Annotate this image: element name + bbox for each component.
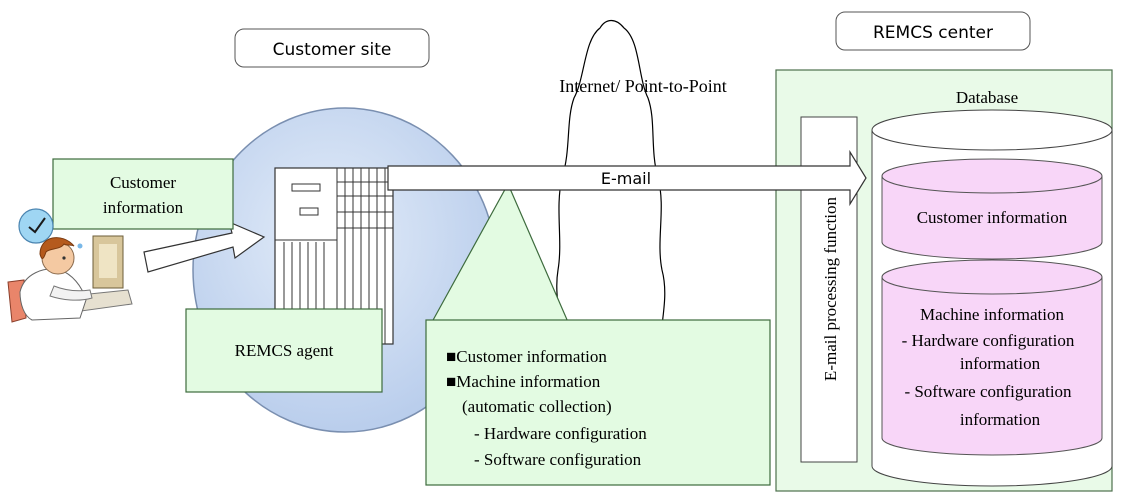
svg-text:Customer: Customer: [110, 173, 176, 192]
svg-text:information: information: [960, 354, 1041, 373]
svg-text:- Software configuration: - Software configuration: [474, 450, 642, 469]
customer-information-box: Customer information: [52, 158, 234, 230]
svg-text:■Machine information: ■Machine information: [446, 372, 601, 391]
svg-text:(automatic collection): (automatic collection): [462, 397, 612, 416]
svg-text:REMCS agent: REMCS agent: [235, 341, 334, 360]
svg-text:Machine information: Machine information: [920, 305, 1064, 324]
svg-text:- Hardware configuration: - Hardware configuration: [474, 424, 647, 443]
svg-text:E-mail: E-mail: [601, 169, 651, 188]
svg-text:E-mail processing function: E-mail processing function: [821, 196, 840, 381]
svg-text:REMCS center: REMCS center: [873, 23, 993, 43]
input-arrow: [143, 220, 266, 273]
database-label: Database: [956, 88, 1018, 107]
svg-text:- Software configuration: - Software configuration: [904, 382, 1072, 401]
data-contents-callout: ■Customer information ■Machine informati…: [425, 319, 771, 486]
svg-text:■Customer information: ■Customer information: [446, 347, 607, 366]
svg-text:Customer site: Customer site: [273, 40, 392, 60]
svg-text:information: information: [960, 410, 1041, 429]
remcs-center-label: REMCS center: [835, 11, 1031, 51]
user-at-computer-icon: [7, 235, 133, 323]
svg-text:information: information: [103, 198, 184, 217]
db-machine-information: Machine information - Hardware configura…: [881, 259, 1103, 456]
svg-text:Customer information: Customer information: [917, 208, 1068, 227]
svg-text:- Hardware configuration: - Hardware configuration: [902, 331, 1075, 350]
customer-site-label: Customer site: [234, 28, 430, 68]
email-arrow: E-mail: [387, 149, 867, 207]
network-label: Internet/ Point-to-Point: [559, 76, 726, 96]
remcs-agent-box: REMCS agent: [185, 308, 383, 393]
db-customer-information: Customer information: [881, 158, 1103, 260]
clock-icon: [18, 208, 54, 244]
